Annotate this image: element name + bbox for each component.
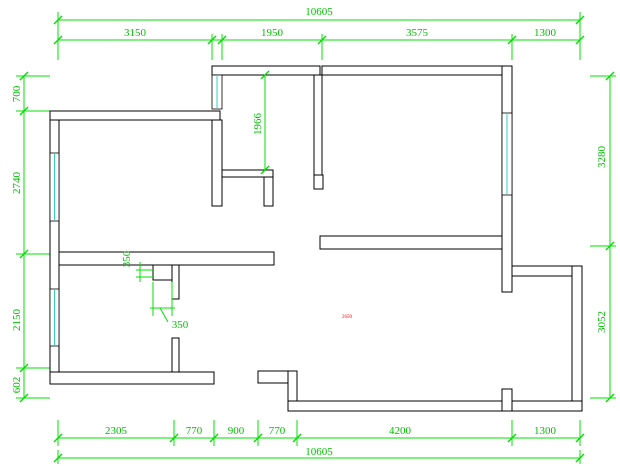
inner-dimensions: 1966 350 350	[121, 70, 270, 331]
bottom-dim-1-label: 2305	[105, 425, 128, 437]
bottom-dim-5-label: 4200	[389, 425, 412, 437]
left-dim-4-label: 602	[11, 377, 23, 394]
bottom-dim-3-label: 900	[228, 425, 245, 437]
bottom-dim-4-label: 770	[269, 425, 286, 437]
top-dimensions: 10605 3150 1950 3575 1300	[53, 6, 585, 60]
inner-dim-1966-label: 1966	[252, 113, 264, 136]
inner-dim-350-a-label: 350	[121, 250, 133, 267]
right-dim-2-label: 3052	[596, 311, 608, 333]
window-left-upper	[49, 152, 60, 222]
left-dimensions: 700 2740 2150 602	[11, 71, 50, 403]
bottom-dimensions: 2305 770 900 770 4200 1300 10605	[53, 420, 585, 464]
annotation-label: 2650	[342, 315, 353, 320]
left-dim-1-label: 700	[11, 85, 23, 102]
right-dimensions: 3280 3052	[590, 71, 616, 403]
walls	[49, 65, 583, 412]
top-dim-3-label: 3575	[406, 27, 429, 39]
window-left-lower	[49, 288, 60, 347]
bottom-dim-6-label: 1300	[534, 425, 557, 437]
bottom-dim-2-label: 770	[186, 425, 203, 437]
window-right-bedroom	[501, 112, 513, 196]
bottom-total-label: 10605	[305, 446, 333, 458]
inner-dim-350-b-label: 350	[172, 319, 189, 331]
windows	[49, 74, 513, 347]
top-dim-4-label: 1300	[534, 27, 557, 39]
left-dim-3-label: 2150	[11, 309, 23, 332]
top-dim-1-label: 3150	[124, 27, 147, 39]
right-dim-1-label: 3280	[596, 146, 608, 169]
top-total-label: 10605	[305, 6, 333, 18]
left-dim-2-label: 2740	[11, 172, 23, 195]
window-bathroom	[211, 74, 223, 110]
top-dim-2-label: 1950	[261, 27, 284, 39]
